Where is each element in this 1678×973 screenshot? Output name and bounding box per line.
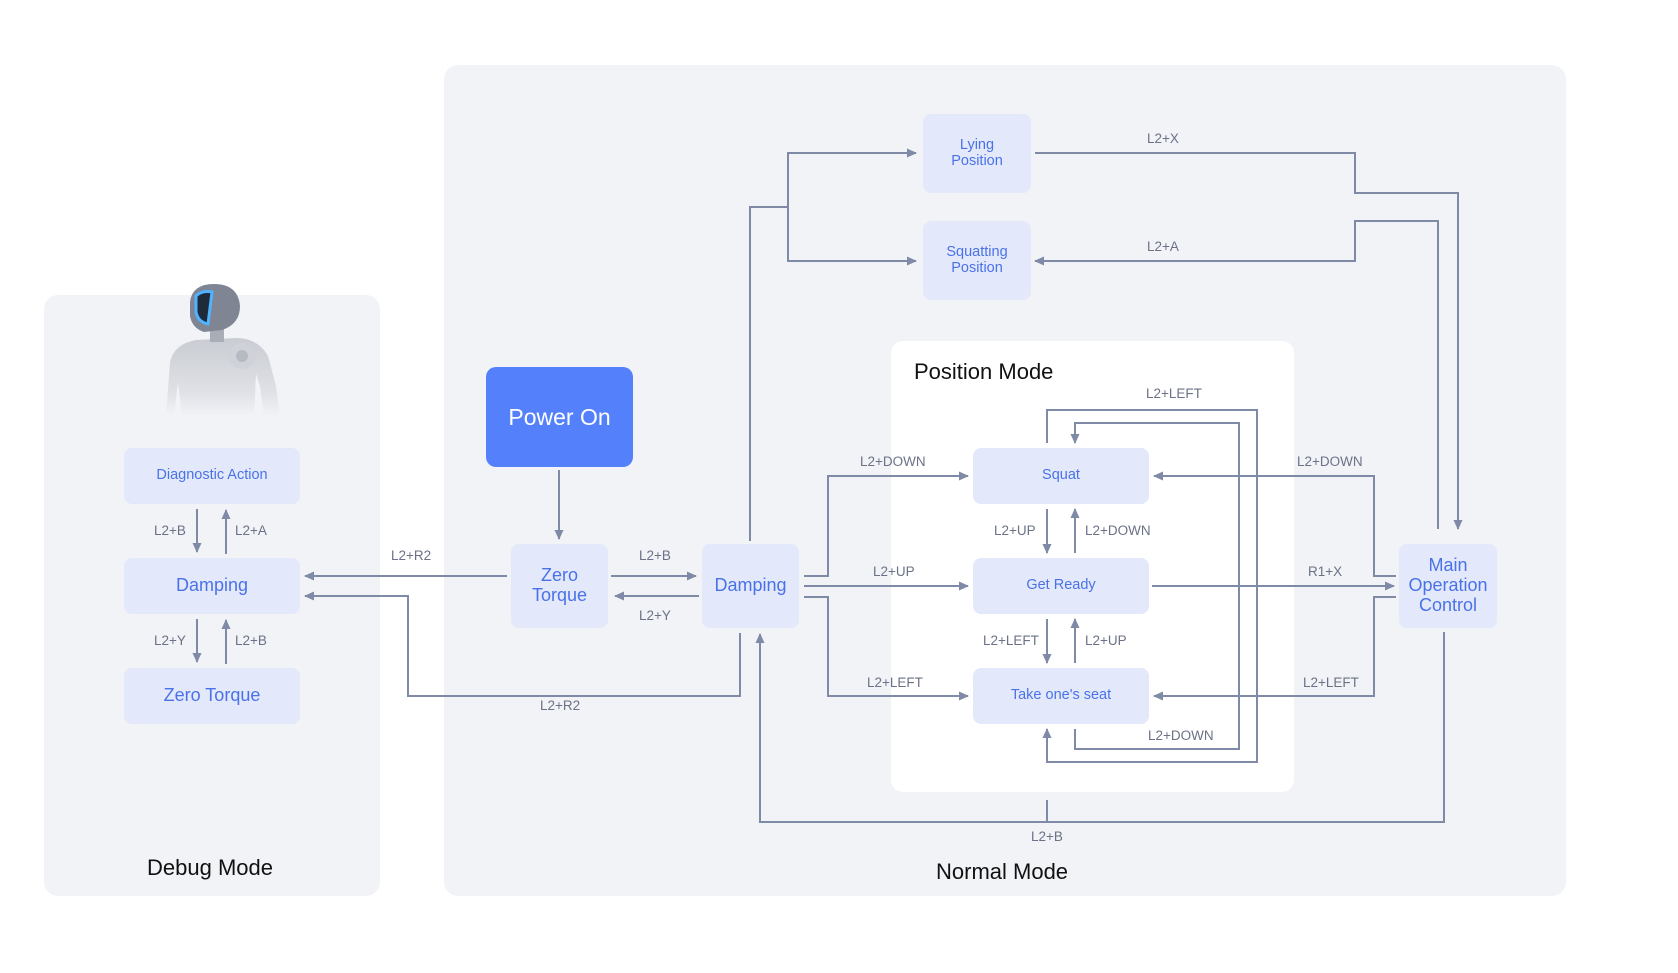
edge-label: L2+UP [994,523,1036,538]
arrow-lying-to-main [1035,152,1463,530]
arrow-squat-loop-to-seat [1042,409,1258,763]
squatting-position-node: Squatting Position [923,221,1031,300]
arrow-main-to-seat [1153,596,1396,701]
main-operation-control-node: Main Operation Control [1399,544,1497,628]
edge-label: L2+B [235,633,267,648]
arrow-damping-to-squat [804,471,969,577]
lying-position-node: Lying Position [923,114,1031,193]
edge-label: L2+DOWN [860,454,926,469]
position-mode-title: Position Mode [914,359,1054,384]
diagnostic-action-node: Diagnostic Action [124,448,300,504]
arrow-main-to-damping [755,632,1445,823]
edge-label: L2+DOWN [1297,454,1363,469]
arrow-main-to-squatting [1034,220,1439,529]
get-ready-node: Get Ready [973,558,1149,614]
arrow-main-to-squat [1153,471,1396,577]
squat-node: Squat [973,448,1149,504]
arrow-seat-loop-to-squat [1070,422,1240,750]
edge-label: L2+Y [154,633,186,648]
debug-mode-title: Debug Mode [147,855,273,880]
edge-label: L2+B [639,548,671,563]
arrow-damping-to-squatting [787,207,917,266]
debug-damping-node: Damping [124,558,300,614]
edge-label: L2+UP [1085,633,1127,648]
robot-illustration [166,284,280,416]
edge-label: L2+X [1147,131,1179,146]
power-on-node: Power On [486,367,633,467]
edge-label: L2+LEFT [983,633,1039,648]
normal-mode-title: Normal Mode [936,859,1069,884]
edge-label: L2+UP [873,564,915,579]
arrow-damping-to-seat [804,596,969,701]
arrow-damping-to-lying [749,148,917,541]
edge-label: L2+A [1147,239,1179,254]
edge-label: L2+R2 [540,698,581,713]
debug-zero-torque-node: Zero Torque [124,668,300,724]
damping-node: Damping [702,544,799,628]
edge-label: L2+LEFT [1303,675,1359,690]
edge-label: L2+B [1031,829,1063,844]
arrow-damping-to-debug [304,591,741,697]
edge-label: L2+A [235,523,267,538]
take-seat-node: Take one's seat [973,668,1149,724]
edge-label: L2+DOWN [1148,728,1214,743]
edge-label: L2+DOWN [1085,523,1151,538]
edge-label: L2+Y [639,608,671,623]
edge-label: L2+R2 [391,548,432,563]
edge-label: L2+LEFT [867,675,923,690]
edge-label: L2+B [154,523,186,538]
zero-torque-node: Zero Torque [511,544,608,628]
edge-label: R1+X [1308,564,1343,579]
edge-label: L2+LEFT [1146,386,1202,401]
